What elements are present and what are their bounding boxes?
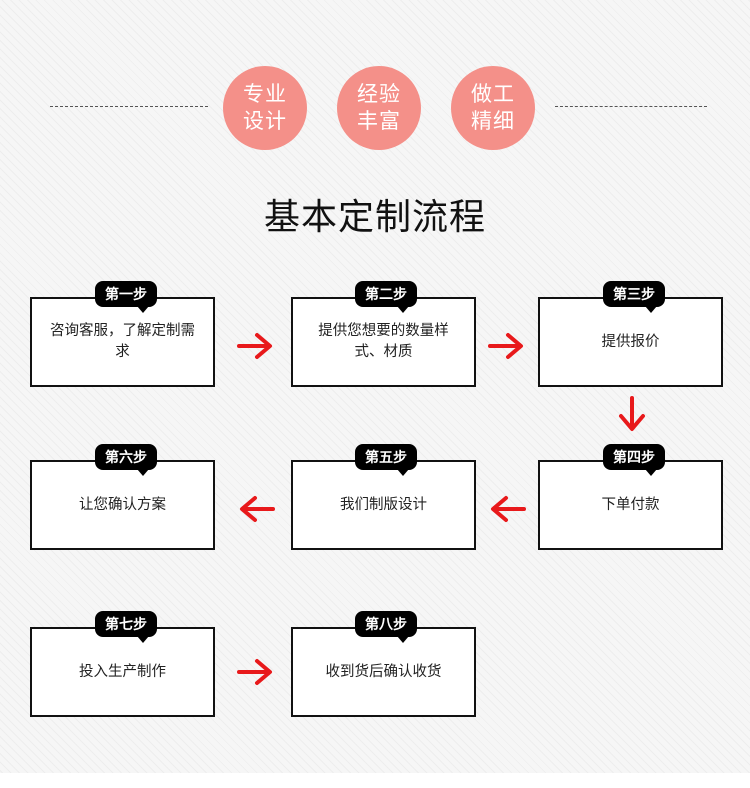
step-3-label: 第三步 xyxy=(603,281,665,313)
arrow-left-icon xyxy=(240,496,275,522)
step-text: 提供报价 xyxy=(601,333,660,350)
arrow-right-icon xyxy=(488,333,523,359)
step-5-box: 我们制版设计 xyxy=(291,460,476,550)
step-5-label: 第五步 xyxy=(355,444,417,476)
page-title: 基本定制流程 xyxy=(263,197,486,238)
step-4-label: 第四步 xyxy=(603,444,665,476)
step-8-box: 收到货后确认收货 xyxy=(291,627,476,717)
arrow-left-icon xyxy=(491,496,526,522)
step-text: 投入生产制作 xyxy=(79,663,166,680)
badge-line: 专业 xyxy=(243,82,287,106)
badge-line: 经验 xyxy=(357,82,401,106)
left-dashed-divider xyxy=(50,106,208,107)
badge-professional-design: 专业 设计 xyxy=(223,66,307,150)
arrow-down-icon xyxy=(619,396,645,431)
step-1-label: 第一步 xyxy=(95,281,157,313)
step-text: 让您确认方案 xyxy=(79,496,166,513)
badge-fine-workmanship: 做工 精细 xyxy=(451,66,535,150)
badge-line: 精细 xyxy=(471,109,515,133)
step-7-box: 投入生产制作 xyxy=(30,627,215,717)
step-text: 收到货后确认收货 xyxy=(325,663,442,680)
step-8-label: 第八步 xyxy=(355,611,417,643)
arrow-right-icon xyxy=(237,333,272,359)
step-1-box: 咨询客服，了解定制需求 xyxy=(30,297,215,387)
step-3-box: 提供报价 xyxy=(538,297,723,387)
right-dashed-divider xyxy=(555,106,707,107)
step-text: 咨询客服，了解定制需求 xyxy=(50,323,195,360)
step-6-box: 让您确认方案 xyxy=(30,460,215,550)
arrow-right-icon xyxy=(237,659,272,685)
step-4-box: 下单付款 xyxy=(538,460,723,550)
bottom-band xyxy=(0,773,750,788)
step-text: 提供您想要的数量样式、材质 xyxy=(318,323,449,360)
badge-line: 做工 xyxy=(471,82,515,106)
badge-line: 丰富 xyxy=(357,109,401,133)
step-6-label: 第六步 xyxy=(95,444,157,476)
badge-rich-experience: 经验 丰富 xyxy=(337,66,421,150)
step-2-label: 第二步 xyxy=(355,281,417,313)
step-7-label: 第七步 xyxy=(95,611,157,643)
badge-line: 设计 xyxy=(243,109,287,133)
step-2-box: 提供您想要的数量样式、材质 xyxy=(291,297,476,387)
step-text: 我们制版设计 xyxy=(340,496,427,513)
step-text: 下单付款 xyxy=(601,496,660,513)
